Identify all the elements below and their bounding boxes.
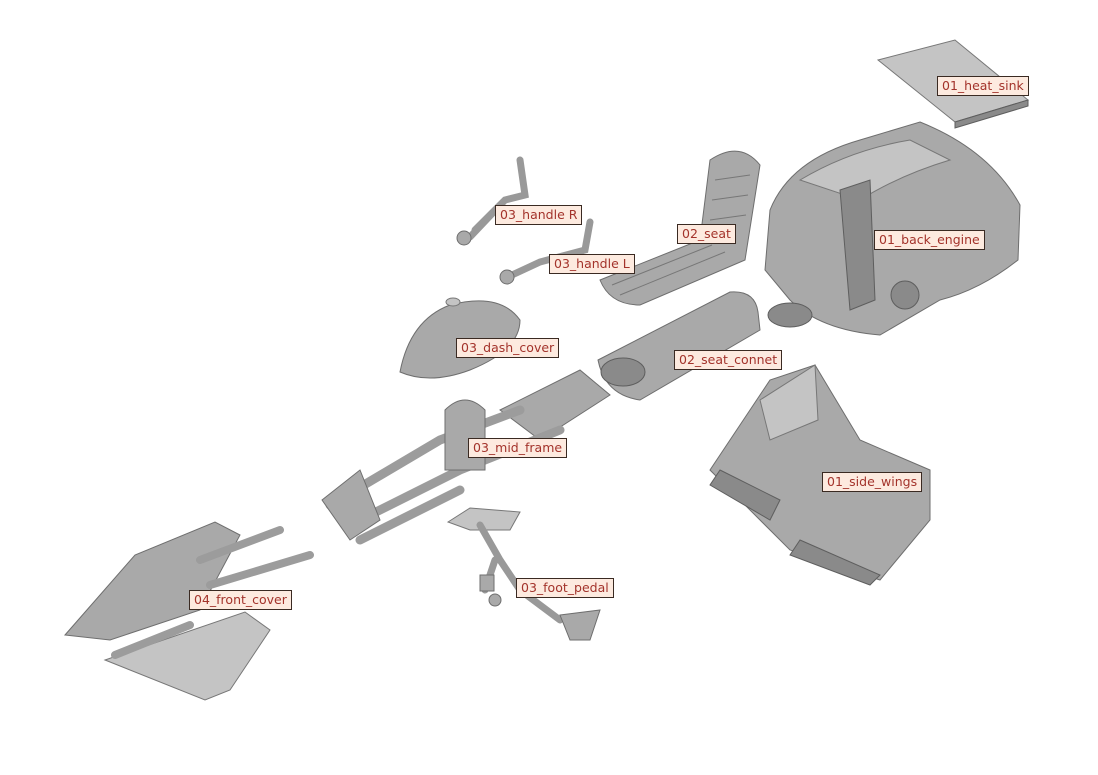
label-handle-l: 03_handle L xyxy=(549,254,635,274)
label-seat-connet: 02_seat_connet xyxy=(674,350,783,370)
label-back-engine: 01_back_engine xyxy=(874,230,985,250)
label-mid-frame: 03_mid_frame xyxy=(468,438,568,458)
label-dash-cover: 03_dash_cover xyxy=(456,338,560,358)
seat-connet-part xyxy=(597,291,761,401)
label-handle-r: 03_handle R xyxy=(495,205,583,225)
label-foot-pedal: 03_foot_pedal xyxy=(516,578,614,598)
handle-l-part xyxy=(499,218,594,285)
back-engine-part xyxy=(764,121,1021,336)
side-wings-part xyxy=(709,364,931,586)
foot-pedal-part xyxy=(446,507,601,641)
label-side-wings: 01_side_wings xyxy=(822,472,923,492)
front-cover-part xyxy=(63,521,314,701)
label-seat: 02_seat xyxy=(677,224,736,244)
label-front-cover: 04_front_cover xyxy=(189,590,292,610)
label-heat-sink: 01_heat_sink xyxy=(937,76,1029,96)
seat-part xyxy=(599,150,761,306)
handle-r-part xyxy=(456,156,529,246)
